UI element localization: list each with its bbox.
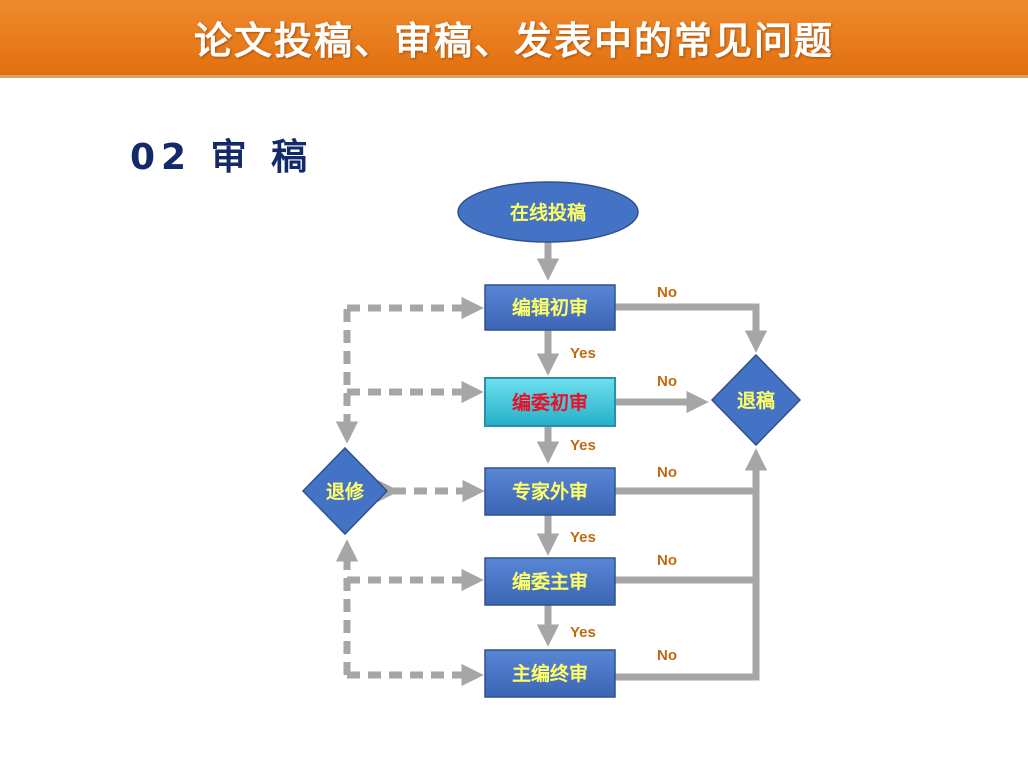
section-heading: 02 审 稿 [130, 137, 314, 178]
no-label-5: No [657, 647, 677, 664]
revise-label: 退修 [326, 480, 365, 503]
no-label-4: No [657, 552, 677, 569]
step1-label: 编辑初审 [512, 296, 588, 319]
no-label-1: No [657, 284, 677, 301]
title-bar: 论文投稿、审稿、发表中的常见问题 [0, 0, 1028, 78]
edge-labels: Yes Yes Yes Yes No No No No No [570, 284, 677, 664]
step3-label: 专家外审 [512, 480, 588, 503]
no-trunk [615, 487, 760, 681]
yes-label-2: Yes [570, 437, 596, 454]
step2-label: 编委初审 [512, 391, 588, 414]
step-board-initial-review: 编委初审 [484, 377, 616, 427]
step4-label: 编委主审 [512, 570, 588, 593]
step-editor-final-review: 主编终审 [484, 649, 616, 698]
slide-title: 论文投稿、审稿、发表中的常见问题 [193, 19, 834, 63]
start-node: 在线投稿 [457, 181, 639, 243]
step-board-main-review: 编委主审 [484, 557, 616, 606]
revise-node: 退修 [301, 446, 389, 536]
yes-label-4: Yes [570, 624, 596, 641]
no-label-2: No [657, 373, 677, 390]
dashed-connectors [335, 296, 485, 687]
start-label: 在线投稿 [510, 201, 586, 224]
step-external-review: 专家外审 [484, 467, 616, 516]
reject-label: 退稿 [737, 389, 775, 412]
step5-label: 主编终审 [512, 662, 588, 685]
reject-node: 退稿 [710, 353, 802, 447]
step-editor-initial-review: 编辑初审 [484, 284, 616, 331]
no-label-3: No [657, 464, 677, 481]
solid-connectors [536, 238, 768, 681]
arrow-step1-no [615, 303, 768, 353]
yes-label-3: Yes [570, 529, 596, 546]
yes-label-1: Yes [570, 345, 596, 362]
